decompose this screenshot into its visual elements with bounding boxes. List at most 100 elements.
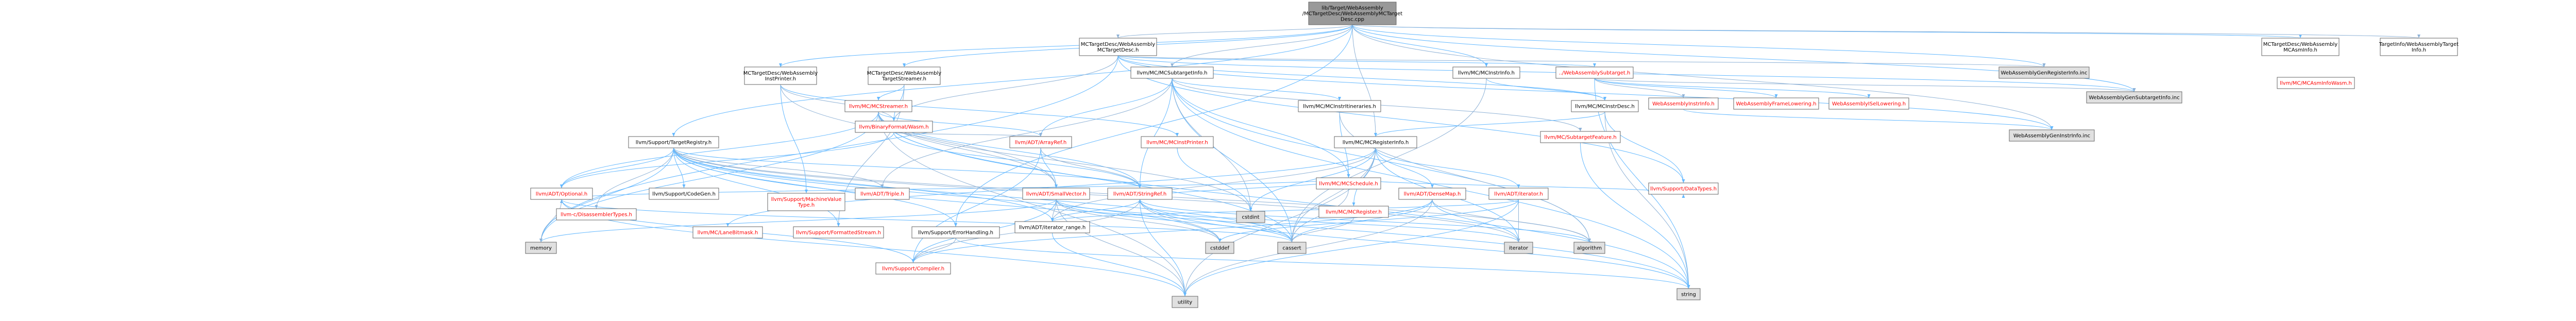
edge-adtOptional-to-memory — [540, 199, 562, 243]
edge-adtStringRef-to-algorithm — [1140, 199, 1590, 243]
edge-arrowhead — [1579, 128, 1582, 131]
node-label: llvm/MC/MCStreamer.h — [849, 104, 908, 110]
edge-mcInstrItineraries-to-algorithm — [1339, 111, 1590, 243]
node-box — [844, 100, 912, 112]
node-label: MCTargetDesc/WebAssembly — [2263, 42, 2338, 47]
node-label: llvm/MC/LaneBitmask.h — [698, 230, 758, 236]
node-adtIterator[interactable]: llvm/ADT/iterator.h — [1488, 188, 1549, 200]
edge-targetRegistry-to-formattedStream — [673, 147, 839, 227]
edge-arrowhead — [682, 184, 686, 188]
node-genInstrInfo: WebAssemblyGenInstrInfo.inc — [2009, 129, 2095, 142]
edge-wasmTargetDesc-to-binaryFormatWasm — [893, 55, 1118, 122]
edge-arrowhead — [1517, 239, 1520, 242]
node-wasmFrameLowering[interactable]: WebAssemblyFrameLowering.h — [1733, 97, 1819, 110]
node-mcInstPrinter[interactable]: llvm/MC/MCInstPrinter.h — [1141, 136, 1214, 148]
node-wasmISelLowering[interactable]: WebAssemblyISelLowering.h — [1828, 97, 1909, 110]
node-label: llvm-c/DisassemblerTypes.h — [561, 212, 632, 218]
node-mcRegister[interactable]: llvm/MC/MCRegister.h — [1318, 206, 1389, 218]
node-formattedStream[interactable]: llvm/Support/FormattedStream.h — [793, 226, 884, 239]
node-label: llvm/Support/Compiler.h — [882, 266, 944, 272]
node-label: llvm/MC/MCInstrInfo.h — [1458, 71, 1515, 76]
node-adtSmallVector[interactable]: llvm/ADT/SmallVector.h — [1022, 188, 1090, 200]
edge-mcStreamer-to-adtOptional — [561, 111, 879, 189]
node-label: MCTargetDesc/WebAssembly — [1081, 42, 1156, 47]
edge-adtStringRef-to-cassert — [1140, 199, 1292, 243]
node-root[interactable]: lib/Target/WebAssembly/MCTargetDesc/WebA… — [1302, 2, 1402, 25]
edge-mcSubtargetInfo-to-adtTriple — [882, 78, 1173, 189]
node-box — [1540, 131, 1621, 143]
edge-wasmTargetDesc-to-dataTypes — [1117, 55, 1684, 183]
node-box — [1236, 211, 1265, 223]
node-box — [1555, 66, 1634, 79]
node-mcStreamer[interactable]: llvm/MC/MCStreamer.h — [844, 100, 912, 112]
edge-mcRegisterInfo-to-adtIterator — [1375, 147, 1519, 189]
node-mcSubtargetInfo[interactable]: llvm/MC/MCSubtargetInfo.h — [1130, 66, 1214, 79]
edge-wasmTargetStreamer-to-mcStreamer — [878, 84, 905, 101]
node-box — [1141, 136, 1214, 148]
node-mcRegisterInfo[interactable]: llvm/MC/MCRegisterInfo.h — [1334, 136, 1417, 148]
node-cstddef: cstddef — [1205, 242, 1234, 254]
node-compiler[interactable]: llvm/Support/Compiler.h — [875, 262, 951, 275]
edge-adtSmallVector-to-utility — [1056, 199, 1185, 297]
node-mcAsmInfoWasm[interactable]: llvm/MC/MCAsmInfoWasm.h — [2277, 77, 2355, 89]
edge-wasmTargetDesc-to-genRegisterInfo — [1117, 55, 2044, 67]
node-mcLaneBitmask[interactable]: llvm/MC/LaneBitmask.h — [692, 226, 763, 239]
edge-targetRegistry-to-adtStringRef — [673, 147, 1140, 189]
node-codeGen[interactable]: llvm/Support/CodeGen.h — [649, 188, 719, 200]
node-box — [1334, 136, 1417, 148]
edge-targetRegistry-to-adtTriple — [673, 147, 883, 189]
node-mcInstrInfo[interactable]: llvm/MC/MCInstrInfo.h — [1452, 66, 1520, 79]
node-box — [1452, 66, 1520, 79]
edge-binaryFormatWasm-to-adtStringRef — [893, 132, 1140, 189]
node-cassert: cassert — [1277, 242, 1307, 254]
edge-mcSchedule-to-adtOptional — [561, 177, 1349, 200]
node-targetRegistry[interactable]: llvm/Support/TargetRegistry.h — [628, 136, 719, 148]
edge-arrowhead — [805, 190, 808, 193]
node-box — [1277, 242, 1307, 254]
node-box — [1571, 100, 1639, 112]
node-adtIteratorRange[interactable]: llvm/ADT/iterator_range.h — [1014, 221, 1090, 233]
node-box — [1316, 177, 1381, 190]
node-mcInstrItineraries[interactable]: llvm/MC/MCInstrItineraries.h — [1298, 100, 1381, 112]
edge-arrowhead — [1603, 97, 1606, 100]
node-dataTypes[interactable]: llvm/Support/DataTypes.h — [1648, 182, 1719, 195]
edge-binaryFormatWasm-to-adtArrayRef — [893, 132, 1041, 137]
edge-mcRegister-to-cassert — [1292, 217, 1354, 243]
node-label: llvm/ADT/Triple.h — [860, 192, 904, 197]
node-wasmInstrInfo[interactable]: WebAssemblyInstrInfo.h — [1648, 97, 1719, 110]
node-box — [525, 242, 557, 254]
node-adtTriple[interactable]: llvm/ADT/Triple.h — [855, 188, 910, 200]
edge-arrowhead — [1682, 94, 1685, 98]
node-box — [767, 193, 845, 211]
node-adtArrayRef[interactable]: llvm/ADT/ArrayRef.h — [1009, 136, 1072, 148]
node-errorHandling[interactable]: llvm/Support/ErrorHandling.h — [911, 226, 1000, 239]
node-mcInstrDesc[interactable]: llvm/MC/MCInstrDesc.h — [1571, 100, 1639, 112]
node-wasmSubtarget[interactable]: ../WebAssemblySubtarget.h — [1555, 66, 1634, 79]
node-binaryFormatWasm[interactable]: llvm/BinaryFormat/Wasm.h — [855, 121, 933, 133]
node-mcSchedule[interactable]: llvm/MC/MCSchedule.h — [1316, 177, 1381, 190]
node-box — [1648, 182, 1719, 195]
edge-arrowhead — [539, 239, 543, 242]
node-adtDenseMap[interactable]: llvm/ADT/DenseMap.h — [1398, 188, 1466, 200]
edge-targetRegistry-to-cstddef — [673, 147, 1220, 243]
edge-targetRegistry-to-iterator — [673, 147, 1519, 243]
node-adtOptional[interactable]: llvm/ADT/Optional.h — [530, 188, 593, 200]
node-label: WebAssemblyGenRegisterInfo.inc — [2001, 71, 2088, 76]
edge-arrowhead — [2132, 88, 2136, 92]
node-disassemblerTypes[interactable]: llvm-c/DisassemblerTypes.h — [556, 208, 637, 221]
edge-arrowhead — [1593, 63, 1596, 67]
node-mcSubtargetFeature[interactable]: llvm/MC/SubtargetFeature.h — [1540, 131, 1621, 143]
edge-arrowhead — [877, 97, 880, 100]
node-iterator: iterator — [1504, 242, 1533, 254]
node-adtStringRef[interactable]: llvm/ADT/StringRef.h — [1107, 188, 1173, 200]
node-label: llvm/ADT/DenseMap.h — [1404, 192, 1461, 197]
node-label: llvm/ADT/StringRef.h — [1113, 192, 1166, 197]
edge-mcInstrInfo-to-mcInstrDesc — [1486, 78, 1605, 101]
